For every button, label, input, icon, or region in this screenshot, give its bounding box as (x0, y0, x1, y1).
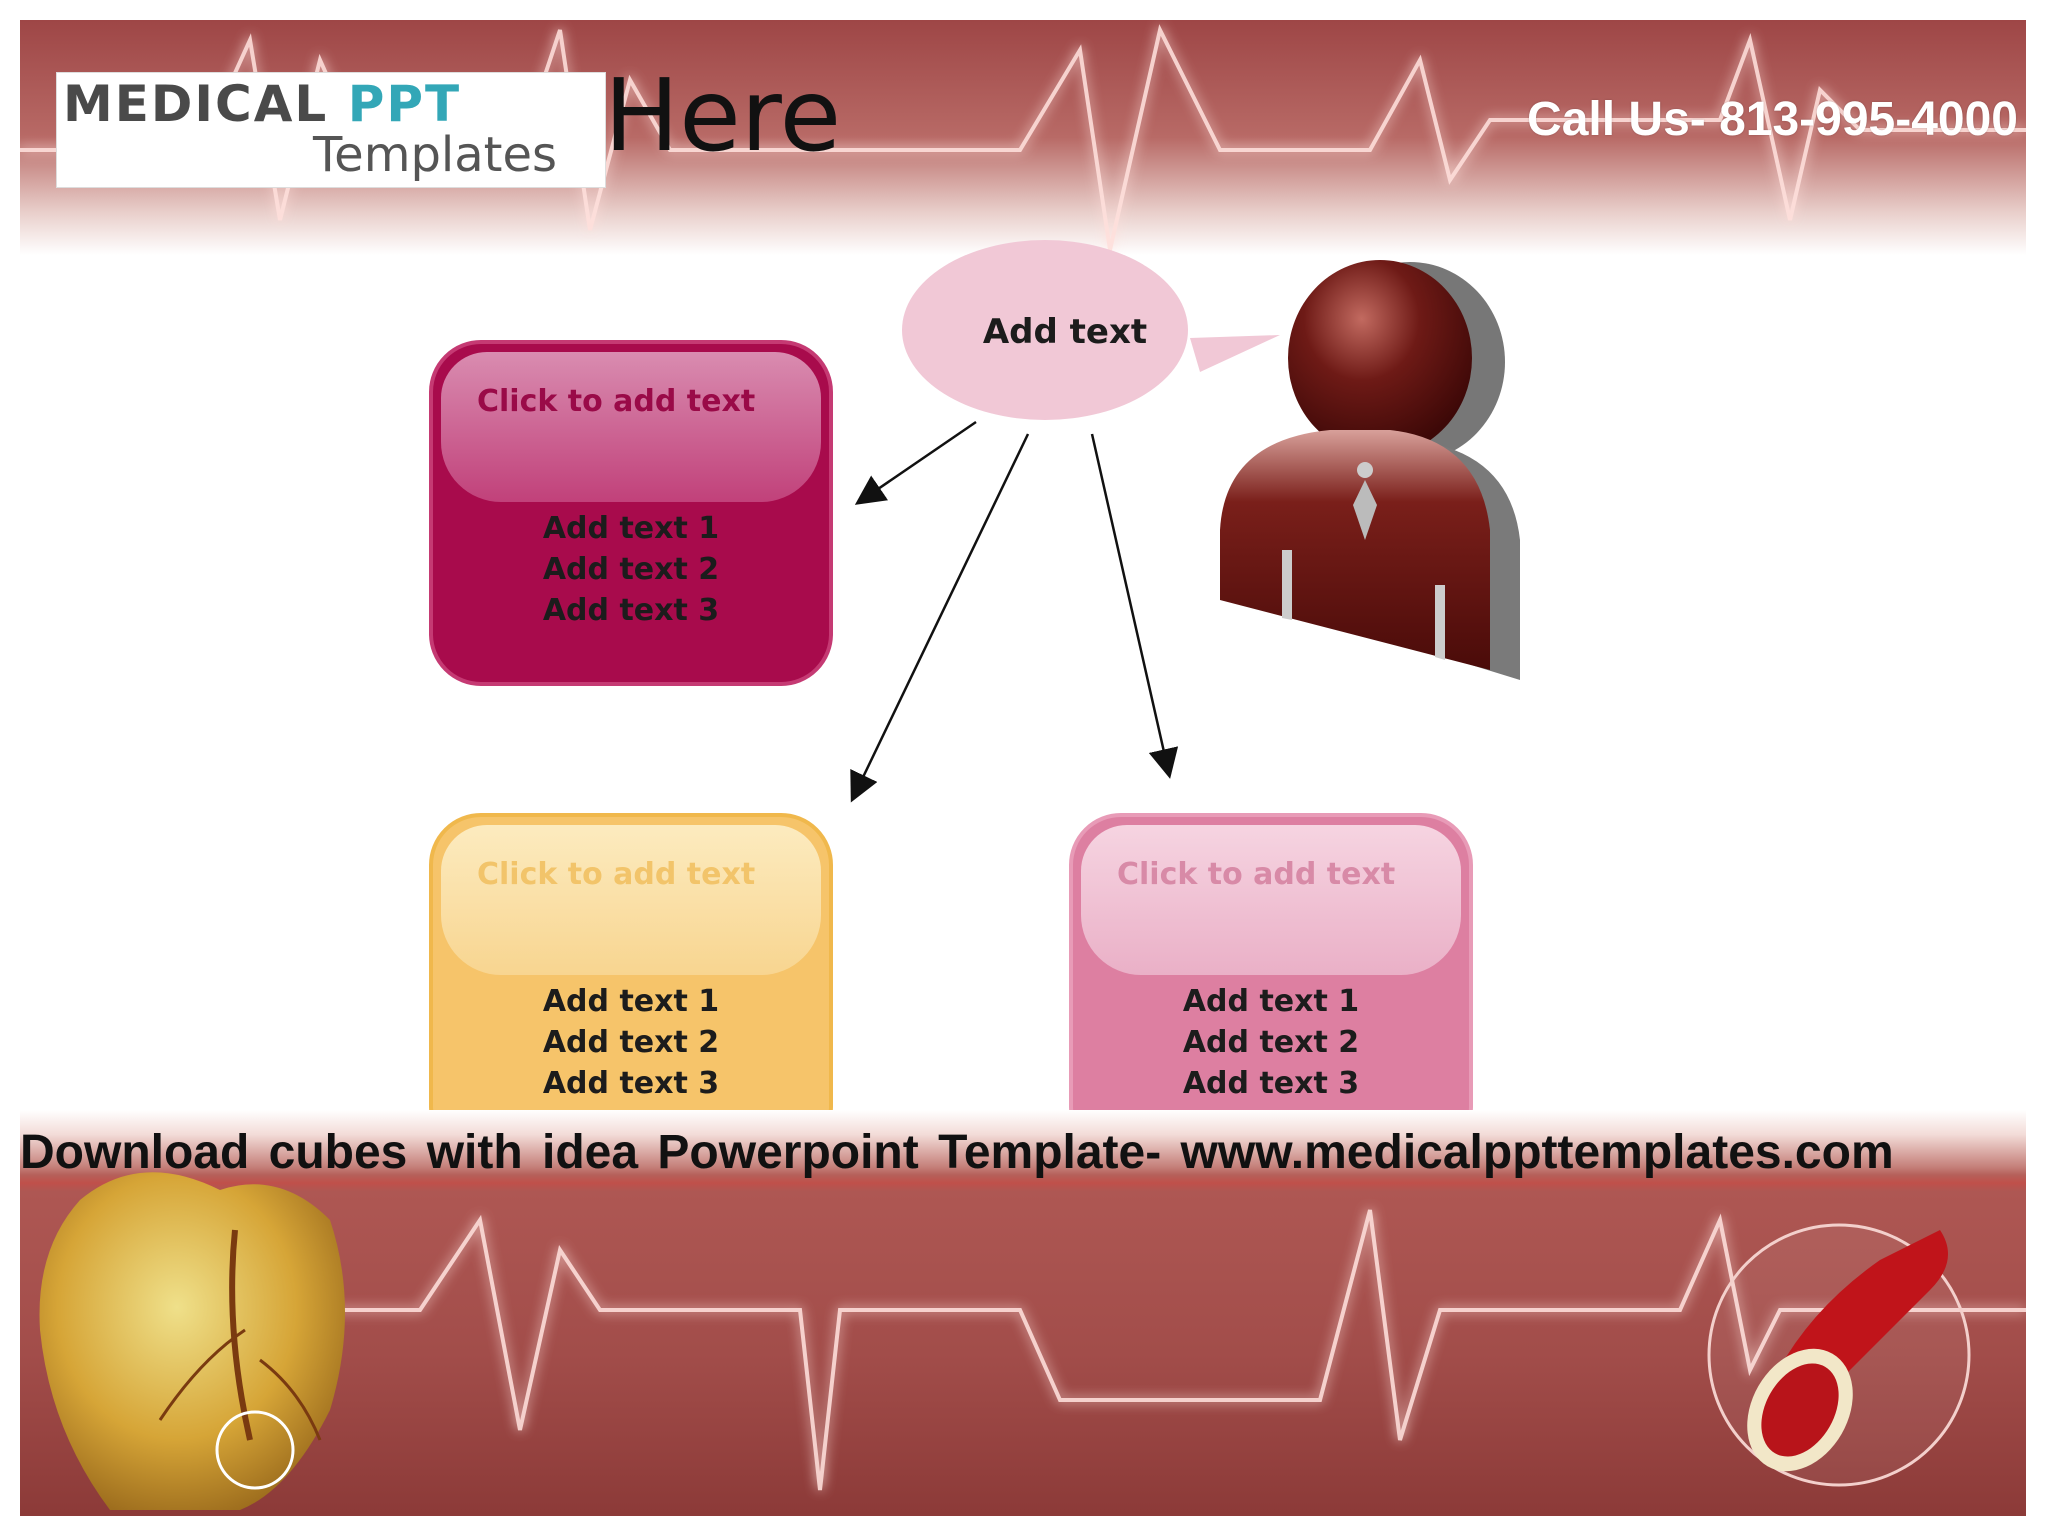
box-item[interactable]: Add text 2 (542, 552, 720, 587)
logo-wordmark: MEDICAL PPT (63, 75, 462, 133)
box-items: Add text 1 Add text 2 Add text 3 (433, 508, 829, 631)
download-caption: Download cubes with idea Powerpoint Temp… (20, 1126, 1894, 1179)
box-title[interactable]: Click to add text (477, 857, 756, 892)
box-gloss (441, 825, 821, 975)
idea-box-1[interactable]: Click to add text Add text 1 Add text 2 … (429, 340, 833, 686)
box-items: Add text 1 Add text 2 Add text 3 (1073, 981, 1469, 1104)
box-items: Add text 1 Add text 2 Add text 3 (433, 981, 829, 1104)
logo-subtitle: Templates (313, 127, 558, 183)
arrow-to-box-1 (854, 420, 977, 505)
box-item[interactable]: Add text 1 (542, 984, 720, 1019)
box-title[interactable]: Click to add text (1117, 857, 1396, 892)
artery-illustration (1707, 1223, 1971, 1487)
idea-box-3[interactable]: Click to add text Add text 1 Add text 2 … (1069, 813, 1473, 1159)
box-item[interactable]: Add text 3 (542, 1066, 720, 1101)
diagram-canvas (850, 240, 1520, 803)
arrow-to-box-3 (1090, 433, 1179, 779)
box-item[interactable]: Add text 3 (542, 593, 720, 628)
arrow-to-box-2 (850, 433, 1030, 803)
box-gloss (1081, 825, 1461, 975)
box-item[interactable]: Add text 1 (1182, 984, 1360, 1019)
slide-title: Here (604, 57, 842, 174)
bubble-label[interactable]: Add text (982, 312, 1148, 352)
person-icon (1220, 260, 1520, 680)
footer-art (39, 1172, 2026, 1510)
box-item[interactable]: Add text 2 (542, 1025, 720, 1060)
slide: MEDICAL PPT Templates Here Call Us- 813-… (20, 20, 2026, 1516)
phone-number: Call Us- 813-995-4000 (1527, 93, 2018, 146)
speech-bubble (902, 240, 1280, 420)
box-item[interactable]: Add text 3 (1182, 1066, 1360, 1101)
heart-illustration (39, 1172, 345, 1510)
box-item[interactable]: Add text 1 (542, 511, 720, 546)
idea-box-2[interactable]: Click to add text Add text 1 Add text 2 … (429, 813, 833, 1159)
box-gloss (441, 352, 821, 502)
footer-band (20, 1110, 2026, 1516)
box-item[interactable]: Add text 2 (1182, 1025, 1360, 1060)
logo: MEDICAL PPT Templates (56, 72, 606, 188)
box-title[interactable]: Click to add text (477, 384, 756, 419)
